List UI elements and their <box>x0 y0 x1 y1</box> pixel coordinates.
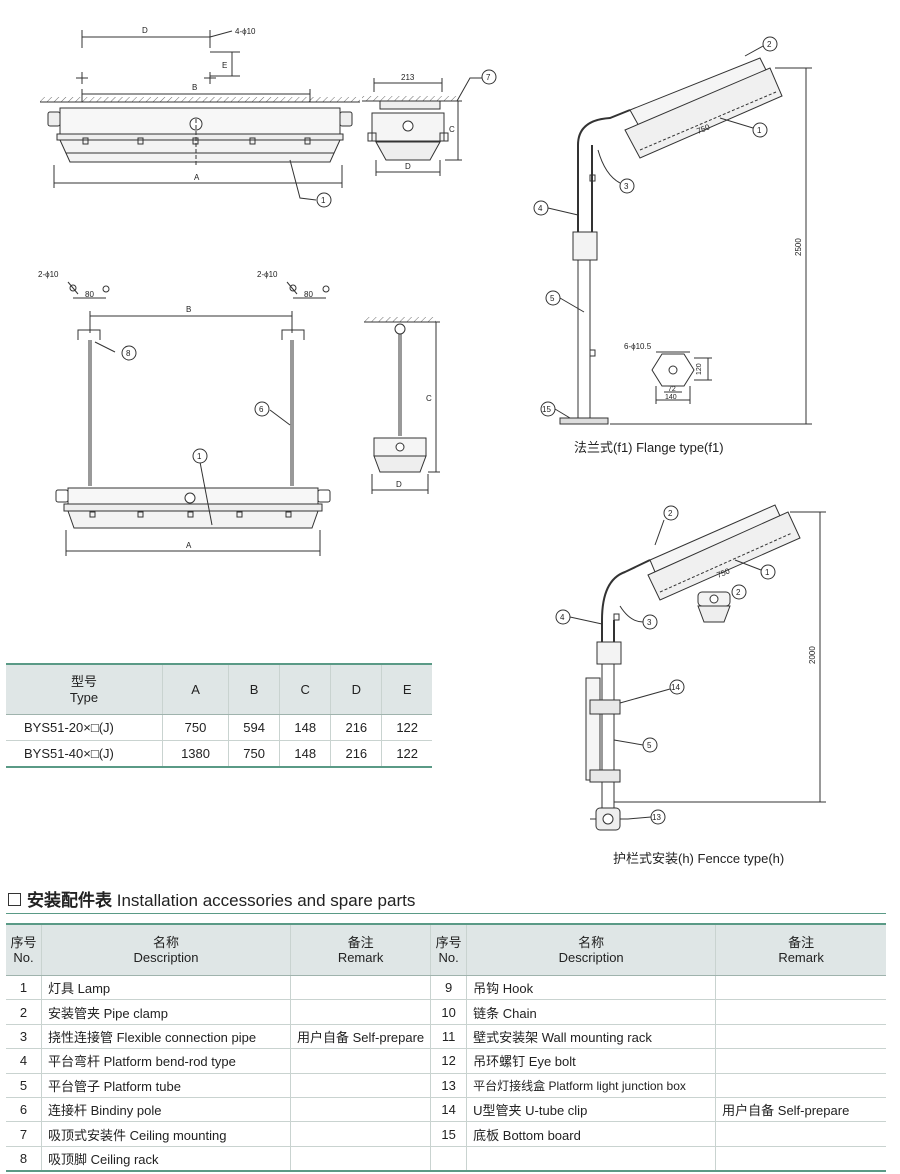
header-type: 型号 Type <box>6 663 163 715</box>
table-row: BYS51-20×□(J) 750 594 148 216 122 <box>6 714 432 741</box>
header-c: C <box>279 663 331 715</box>
cell-b: 594 <box>228 714 280 741</box>
table-row: 2 安装管夹 Pipe clamp 10 链条 Chain <box>6 999 886 1025</box>
header-d: D <box>330 663 382 715</box>
callout-1: 1 <box>765 568 770 577</box>
chain-front-view: 2-ϕ10 80 2-ϕ10 80 B 8 6 1 <box>38 270 331 556</box>
cell-d: 216 <box>330 740 382 768</box>
callout-6: 6 <box>259 405 264 414</box>
cell-a: 750 <box>161 714 229 741</box>
dimension-table: 型号 Type A B C D E BYS51-20×□(J) 750 594 … <box>6 663 432 768</box>
callout-3: 3 <box>624 182 629 191</box>
cell-b: 750 <box>228 740 280 768</box>
table-row: 7 吸顶式安装件 Ceiling mounting 15 底板 Bottom b… <box>6 1121 886 1147</box>
dim-d-label: D <box>142 26 148 35</box>
dim-c-label: C <box>449 125 455 134</box>
dim-e-label: E <box>222 61 227 70</box>
dim-213-label: 213 <box>401 73 415 82</box>
callout-1: 1 <box>321 196 326 205</box>
callout-5: 5 <box>550 294 555 303</box>
base-72: 72 <box>668 386 676 393</box>
table-row: 3 挠性连接管 Flexible connection pipe 用户自备 Se… <box>6 1024 886 1050</box>
dim-80-left: 80 <box>85 290 94 299</box>
callout-4: 4 <box>538 204 543 213</box>
ceiling-front-view: D 4-ϕ10 E B A 1 <box>40 26 360 208</box>
section-heading: 安装配件表 Installation accessories and spare… <box>8 886 415 911</box>
callout-15: 15 <box>542 405 551 414</box>
ceiling-side-view: 213 7 C D <box>362 69 497 176</box>
dim-b-label: B <box>186 305 191 314</box>
dim-d-label: D <box>396 480 402 489</box>
cell-type: BYS51-20×□(J) <box>6 714 163 741</box>
callout-13: 13 <box>652 813 661 822</box>
flange-type-drawing: 750 2 1 3 4 5 15 2500 6-ϕ10.5 120 72 140 <box>533 36 812 425</box>
chain-side-view: C D <box>364 317 440 494</box>
cell-c: 148 <box>279 714 331 741</box>
header-a: A <box>161 663 229 715</box>
technical-drawings: D 4-ϕ10 E B A 1 <box>38 26 826 831</box>
callout-1: 1 <box>757 126 762 135</box>
cell-c: 148 <box>279 740 331 768</box>
hole-spec-left: 2-ϕ10 <box>38 270 59 279</box>
header-b: B <box>228 663 280 715</box>
fence-type-drawing: 750 2 1 2 4 3 14 5 13 2000 <box>555 504 826 831</box>
callout-7: 7 <box>486 73 491 82</box>
cell-e: 122 <box>381 714 432 741</box>
dim-b-label: B <box>192 83 197 92</box>
hole-spec-right: 2-ϕ10 <box>257 270 278 279</box>
hole-spec-label: 4-ϕ10 <box>235 27 256 36</box>
base-holes: 6-ϕ10.5 <box>624 342 652 351</box>
table-row: 6 连接杆 Bindiny pole 14 U型管夹 U-tube clip 用… <box>6 1097 886 1123</box>
header-type-zh: 型号 <box>70 673 97 689</box>
base-140: 140 <box>665 394 677 401</box>
section-title-zh: 安装配件表 <box>27 891 112 910</box>
table-row: 1 灯具 Lamp 9 吊钩 Hook <box>6 975 886 1001</box>
table-row: 8 吸顶脚 Ceiling rack <box>6 1146 886 1173</box>
divider <box>6 913 886 914</box>
header-e: E <box>381 663 432 715</box>
base-120: 120 <box>696 363 703 375</box>
callout-5: 5 <box>647 741 652 750</box>
dim-80-right: 80 <box>304 290 313 299</box>
callout-3: 3 <box>647 618 652 627</box>
header-type-en: Type <box>69 689 99 705</box>
dim-a-label: A <box>194 173 200 182</box>
label-2500: 2500 <box>794 238 803 256</box>
cell-e: 122 <box>381 740 432 768</box>
label-2000: 2000 <box>808 646 817 664</box>
fence-caption: 护栏式安装(h) Fencce type(h) <box>613 851 785 866</box>
callout-4: 4 <box>560 613 565 622</box>
callout-2: 2 <box>767 40 772 49</box>
table-row: BYS51-40×□(J) 1380 750 148 216 122 <box>6 740 432 768</box>
cell-a: 1380 <box>161 740 229 768</box>
callout-8: 8 <box>126 349 131 358</box>
table-row: 4 平台弯杆 Platform bend-rod type 12 吊环螺钉 Ey… <box>6 1048 886 1074</box>
dim-a-label: A <box>186 541 192 550</box>
callout-2: 2 <box>668 509 673 518</box>
dim-c-label: C <box>426 394 432 403</box>
table-row: 5 平台管子 Platform tube 13 平台灯接线盒 Platform … <box>6 1073 886 1098</box>
checkbox-square-icon <box>8 893 21 906</box>
callout-1: 1 <box>197 452 202 461</box>
callout-14: 14 <box>671 683 680 692</box>
section-title-en: Installation accessories and spare parts <box>116 891 416 910</box>
cell-d: 216 <box>330 714 382 741</box>
cell-type: BYS51-40×□(J) <box>6 740 163 768</box>
dim-d-label: D <box>405 162 411 171</box>
flange-caption: 法兰式(f1) Flange type(f1) <box>574 440 724 455</box>
callout-2-b: 2 <box>736 588 741 597</box>
